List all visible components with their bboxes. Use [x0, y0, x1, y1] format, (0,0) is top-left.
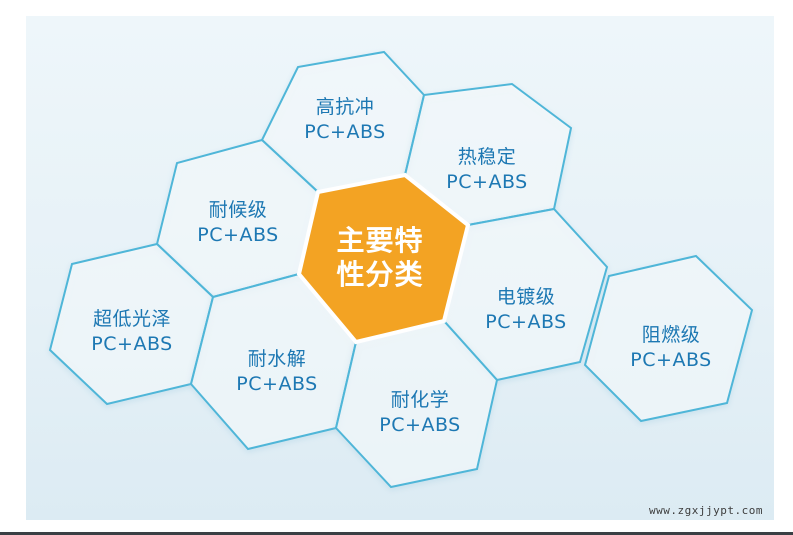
center-hexagon-label: 主要特 性分类	[320, 224, 440, 292]
hexagon-title: 超低光泽	[92, 308, 171, 330]
hexagon-subtitle: PC+ABS	[446, 171, 528, 193]
hexagon-label-ultra-low-gloss: 超低光泽 PC+ABS	[57, 307, 207, 357]
hexagon-title: 耐候级	[208, 199, 268, 221]
bottom-divider	[0, 532, 793, 535]
center-label-line2: 性分类	[336, 258, 424, 291]
hexagon-subtitle: PC+ABS	[630, 349, 712, 371]
hexagon-subtitle: PC+ABS	[379, 414, 461, 436]
watermark-text: www.zgxjjypt.com	[649, 504, 763, 517]
hexagon-title: 阻燃级	[641, 324, 701, 346]
hexagon-title: 耐化学	[390, 389, 450, 411]
hexagon-title: 热稳定	[457, 146, 517, 168]
hexagon-subtitle: PC+ABS	[91, 333, 173, 355]
hexagon-label-chemical-resistant: 耐化学 PC+ABS	[345, 388, 495, 438]
hexagon-subtitle: PC+ABS	[304, 121, 386, 143]
hexagon-flame-retardant	[583, 254, 754, 423]
hexagon-label-hydrolysis-resistant: 耐水解 PC+ABS	[202, 347, 352, 397]
center-hexagon	[296, 172, 471, 345]
hexagon-subtitle: PC+ABS	[485, 311, 567, 333]
center-label-line1: 主要特	[336, 224, 424, 257]
hexagon-title: 耐水解	[247, 348, 307, 370]
hexagon-title: 电镀级	[496, 286, 556, 308]
hexagon-label-flame-retardant: 阻燃级 PC+ABS	[596, 323, 746, 373]
hexagon-label-heat-stable: 热稳定 PC+ABS	[412, 145, 562, 195]
hexagon-subtitle: PC+ABS	[236, 373, 318, 395]
hexagon-label-high-impact: 高抗冲 PC+ABS	[270, 95, 420, 145]
hexagon-label-weather-resistant: 耐候级 PC+ABS	[163, 198, 313, 248]
hexagon-label-electroplating: 电镀级 PC+ABS	[451, 285, 601, 335]
hexagon-subtitle: PC+ABS	[197, 224, 279, 246]
hexagon-title: 高抗冲	[315, 96, 375, 118]
